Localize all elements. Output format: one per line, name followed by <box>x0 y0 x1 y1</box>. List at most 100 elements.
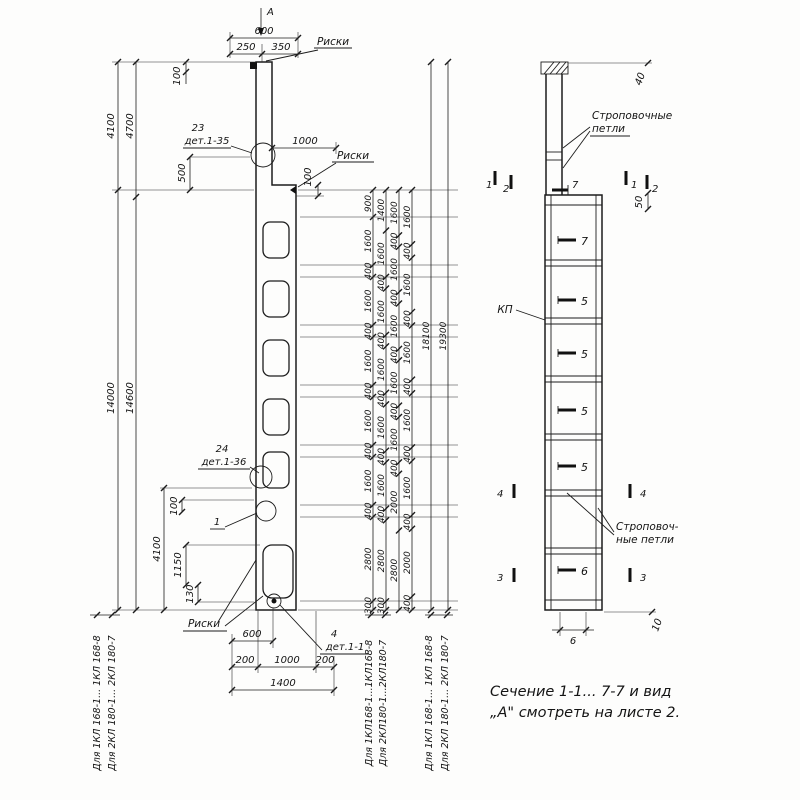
chain-dim-value: 400 <box>390 289 400 306</box>
dims-left-bottom: 4100 100 1150 130 <box>152 484 260 614</box>
slings-mid-label-1: Строповоч- <box>616 521 679 533</box>
dim-14000: 14000 <box>106 382 117 414</box>
dims-top: 600 250 350 Риски 100 <box>172 26 352 86</box>
dim-600-top: 600 <box>254 26 273 37</box>
dim-1400: 1400 <box>270 678 295 689</box>
section-cell-5d: 5 <box>581 461 588 474</box>
chain-dim-value: 400 <box>364 382 374 399</box>
opening <box>262 221 290 259</box>
section-cell-5a: 5 <box>581 295 588 308</box>
dim-600-bottom: 600 <box>242 629 261 640</box>
marker-2-left: 2 <box>503 184 509 195</box>
section-cell-5b: 5 <box>581 348 588 361</box>
series-labels: Для 1КЛ 168-1... 1КЛ 168-8 Для 2КЛ 180-1… <box>90 611 453 772</box>
callout-24-num: 24 <box>216 444 229 455</box>
dim-50: 50 <box>634 196 645 209</box>
elevation-view <box>249 61 297 611</box>
chain-dim-value: 1600 <box>377 416 387 439</box>
marker-7-top: 7 <box>572 180 579 191</box>
kp-label: КП <box>497 304 512 316</box>
series-label-mid-3: Для 1КЛ 168-1... 1КЛ 168-8 <box>424 635 435 771</box>
chain-dim-value: 400 <box>377 506 387 523</box>
riski-top-label: Риски <box>317 36 349 48</box>
series-label-mid-1: Для 1КЛ168-1...1КЛ168-8 <box>364 640 375 767</box>
chain-dim-value: 400 <box>364 442 374 459</box>
view-a-label: А <box>266 7 274 18</box>
section-cell-5c: 5 <box>581 405 588 418</box>
chain-dim-value: 1600 <box>364 469 374 492</box>
callout-24-detail: дет.1-36 <box>201 457 247 468</box>
dim-100-top-left: 100 <box>172 66 183 85</box>
sheet-note: Сечение 1-1... 7-7 и вид „А" смотреть на… <box>490 684 680 721</box>
chain-dim-value: 400 <box>403 445 413 462</box>
chain-dim-value: 1600 <box>403 205 413 228</box>
chain-dim-value: 400 <box>403 310 413 327</box>
series-label-mid-2: Для 2КЛ180-1...2КЛ180-7 <box>378 640 389 767</box>
dim-250: 250 <box>236 42 255 53</box>
chain-dim-value: 1600 <box>403 409 413 432</box>
callout-23: 23 дет.1-35 <box>183 123 253 154</box>
chain-dim-value: 1600 <box>390 428 400 451</box>
chain-dim-value: 300 <box>364 597 374 614</box>
side-view: 7 5 5 5 5 6 <box>540 61 603 611</box>
slings-top-label-1: Строповочные <box>592 110 672 122</box>
callout-circle-4 <box>266 593 282 609</box>
dims-bottom: 600 200 1000 200 1400 4 дет.1-1 <box>228 604 369 696</box>
chain-dim-value: 2000 <box>390 490 400 513</box>
chain-dim-value: 2800 <box>390 559 400 582</box>
dims-1000-riski: 1000 Риски 100 <box>268 136 374 200</box>
step-risk-mark <box>290 186 296 194</box>
chain-dim-value: 1600 <box>364 289 374 312</box>
chain-dim-value: 1600 <box>377 242 387 265</box>
riski-mid-label: Риски <box>337 150 369 162</box>
view-direction-A: А <box>258 7 274 36</box>
dim-130: 130 <box>185 584 196 603</box>
slings-top-label-2: петли <box>592 123 625 135</box>
dims-left: 4100 4700 14000 14600 500 <box>106 58 256 614</box>
chain-dim-value: 1600 <box>390 371 400 394</box>
callout-circle-24 <box>249 465 273 489</box>
marker-4-right: 4 <box>640 489 646 500</box>
dim-6: 6 <box>570 636 576 647</box>
section-cell-6: 6 <box>581 565 588 578</box>
side-annotations: 40 Строповочные петли 1 2 7 1 2 50 КП 4 … <box>486 59 679 647</box>
callout-1-num: 1 <box>214 517 220 528</box>
chain-dim-value: 400 <box>377 274 387 291</box>
chain-dim-value: 400 <box>390 402 400 419</box>
dim-200-left: 200 <box>235 655 254 666</box>
dim-10: 10 <box>650 617 665 633</box>
dim-40: 40 <box>633 71 648 87</box>
chain-dim-value: 1600 <box>364 349 374 372</box>
side-body <box>544 194 603 611</box>
callout-circle-1 <box>255 500 277 522</box>
chain-dim-value: 1600 <box>390 314 400 337</box>
chain-dim-value: 400 <box>403 513 413 530</box>
slings-mid-label-2: ные петли <box>616 534 674 546</box>
chain-dim-value: 1400 <box>377 199 387 222</box>
top-risk-mark <box>250 62 257 69</box>
series-label-mid-4: Для 2КЛ 180-1... 2КЛ 180-7 <box>440 635 451 771</box>
total-dim-value: 18100 <box>422 321 432 350</box>
dim-4700: 4700 <box>125 113 136 138</box>
right-dimension-chains: 9001600400160040016004001600400160040028… <box>300 58 458 614</box>
arrow-down-icon <box>258 28 264 36</box>
marker-3-left: 3 <box>497 573 503 584</box>
dim-1000-top: 1000 <box>292 136 317 147</box>
dim-200-right: 200 <box>315 655 334 666</box>
opening-bottom <box>262 544 294 599</box>
series-label-left-2: Для 2КЛ 180-1... 2КЛ 180-7 <box>107 635 118 771</box>
opening <box>262 451 290 489</box>
opening <box>262 398 290 436</box>
dim-1150: 1150 <box>173 552 184 577</box>
chain-dim-value: 400 <box>377 332 387 349</box>
dim-350: 350 <box>271 42 290 53</box>
callout-4-detail: дет.1-1 <box>325 642 364 653</box>
chain-dim-value: 400 <box>390 232 400 249</box>
chain-dim-value: 2800 <box>364 547 374 570</box>
riski-bottom-label: Риски <box>188 618 220 630</box>
chain-dim-value: 1600 <box>377 300 387 323</box>
marker-3-right: 3 <box>640 573 646 584</box>
note-line-1: Сечение 1-1... 7-7 и вид <box>490 684 671 700</box>
